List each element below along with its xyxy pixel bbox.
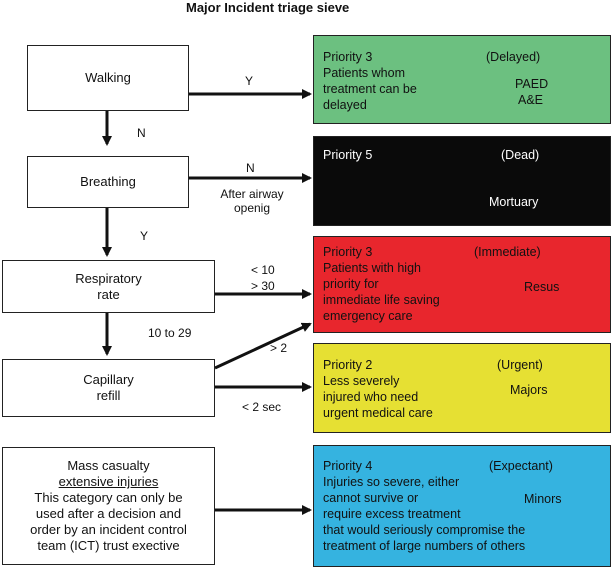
priority-immediate-category: (Immediate) — [474, 245, 541, 259]
priority-dead-name: Priority 5 — [323, 148, 373, 162]
priority-delayed-line1: Patients whom — [323, 66, 405, 80]
priority-immediate-box: Priority 3 (Immediate) Patients with hig… — [313, 236, 611, 333]
priority-delayed-line2: treatment can be — [323, 82, 417, 96]
step-capillary-refill: Capillary refill — [2, 359, 215, 417]
label-after-airway-line2: openig — [233, 201, 271, 215]
priority-expectant-line2: cannot survive or — [323, 491, 419, 505]
label-walking-y: Y — [245, 74, 254, 88]
page-title: Major Incident triage sieve — [186, 0, 350, 15]
label-walking-n: N — [137, 126, 146, 140]
priority-immediate-line4: emergency care — [323, 309, 413, 323]
priority-urgent-line1: Less severely — [323, 374, 400, 388]
step-breathing: Breathing — [27, 156, 189, 208]
label-gt2: > 2 — [270, 341, 288, 355]
priority-expectant-name: Priority 4 — [323, 459, 373, 473]
step-mass-casualty: Mass casualty extensive injuries This ca… — [2, 447, 215, 565]
priority-expectant-box: Priority 4 (Expectant) Injuries so sever… — [313, 445, 611, 567]
label-breathing-y: Y — [140, 229, 149, 243]
label-after-airway-line1: After airway — [220, 187, 284, 201]
priority-delayed-dest1: PAED — [515, 77, 549, 91]
label-lt2sec: < 2 sec — [242, 400, 282, 414]
step-respiratory-line2: rate — [97, 286, 120, 302]
priority-expectant-line3: require excess treatment — [323, 507, 461, 521]
priority-immediate-dest: Resus — [524, 280, 560, 294]
label-breathing-n: N — [246, 161, 255, 175]
priority-delayed-line3: delayed — [323, 98, 367, 112]
priority-dead-box: Priority 5 (Dead) Mortuary — [313, 136, 611, 226]
priority-dead-dest: Mortuary — [489, 195, 539, 209]
priority-immediate-name: Priority 3 — [323, 245, 373, 259]
priority-expectant-line4: that would seriously compromise the — [323, 523, 526, 537]
priority-delayed-category: (Delayed) — [486, 50, 541, 64]
label-lt10: < 10 — [251, 263, 275, 277]
mass-line4: used after a decision and — [35, 506, 182, 521]
priority-expectant-line1: Injuries so severe, either — [323, 475, 460, 489]
priority-delayed-dest2: A&E — [518, 93, 544, 107]
step-capillary-line1: Capillary — [83, 372, 134, 387]
step-respiratory-line1: Respiratory — [75, 270, 142, 286]
priority-immediate-line1: Patients with high — [323, 261, 421, 275]
priority-expectant-line5: treatment of large numbers of others — [323, 539, 526, 553]
priority-urgent-line2: injured who need — [323, 390, 419, 404]
priority-urgent-box: Priority 2 (Urgent) Less severely injure… — [313, 343, 611, 433]
mass-line5: order by an incident control — [30, 522, 187, 537]
step-walking: Walking — [27, 45, 189, 111]
label-gt30: > 30 — [251, 279, 275, 293]
label-10-to-29: 10 to 29 — [148, 326, 192, 340]
step-respiratory-rate: Respiratory rate — [2, 260, 215, 313]
step-walking-label: Walking — [85, 70, 131, 85]
priority-expectant-dest: Minors — [524, 492, 562, 506]
priority-delayed-name: Priority 3 — [323, 50, 373, 64]
priority-urgent-category: (Urgent) — [497, 358, 543, 372]
priority-urgent-dest: Majors — [510, 383, 548, 397]
label-after-airway: After airway openig — [212, 187, 292, 215]
mass-line1: Mass casualty — [67, 458, 150, 473]
step-capillary-line2: refill — [96, 388, 121, 403]
priority-expectant-category: (Expectant) — [489, 459, 553, 473]
priority-delayed-box: Priority 3 (Delayed) Patients whom treat… — [313, 35, 611, 124]
mass-line3: This category can only be — [34, 490, 183, 505]
step-breathing-label: Breathing — [80, 174, 136, 189]
priority-urgent-line3: urgent medical care — [323, 406, 433, 420]
arrow-capillary-to-immediate — [214, 322, 312, 370]
mass-line6: team (ICT) trust exective — [37, 538, 180, 553]
priority-immediate-line3: immediate life saving — [323, 293, 440, 307]
priority-dead-category: (Dead) — [501, 148, 540, 162]
mass-line2: extensive injuries — [58, 474, 159, 489]
priority-immediate-line2: priority for — [323, 277, 379, 291]
priority-urgent-name: Priority 2 — [323, 358, 373, 372]
